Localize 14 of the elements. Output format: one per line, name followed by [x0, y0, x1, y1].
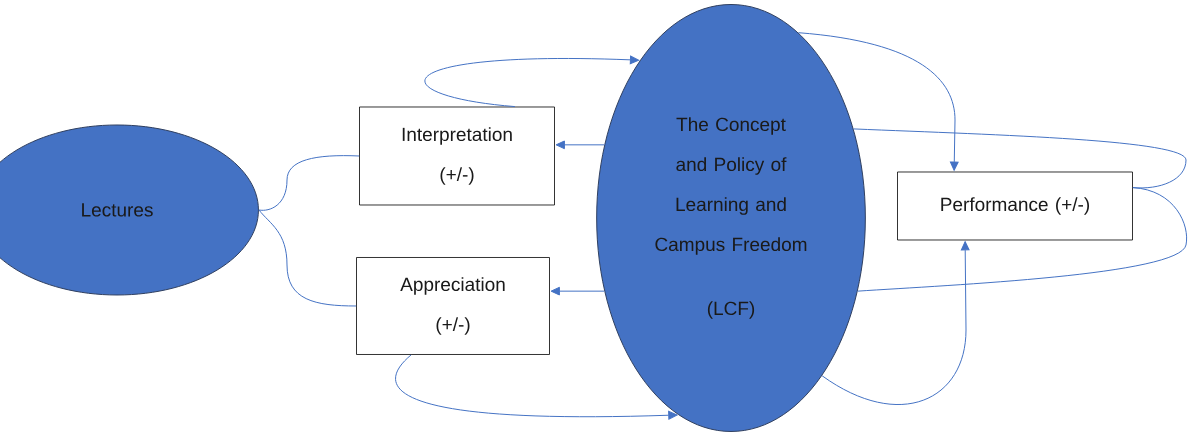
process-box: Performance (+/-) [897, 171, 1133, 241]
arrow [550, 286, 605, 296]
connector-line [258, 155, 360, 211]
arrow [424, 55, 640, 108]
connector-line [853, 128, 1187, 189]
connector-line [258, 209, 357, 307]
arrow [555, 140, 605, 150]
arrow [395, 354, 678, 420]
arrow [821, 241, 970, 405]
oval-node: The Concept and Policy of Learning and Campus Freedom (LCF) [596, 4, 866, 432]
connector-line [857, 187, 1188, 292]
process-box: Interpretation (+/-) [359, 106, 555, 206]
arrow [797, 32, 959, 171]
process-box: Appreciation (+/-) [356, 257, 550, 355]
